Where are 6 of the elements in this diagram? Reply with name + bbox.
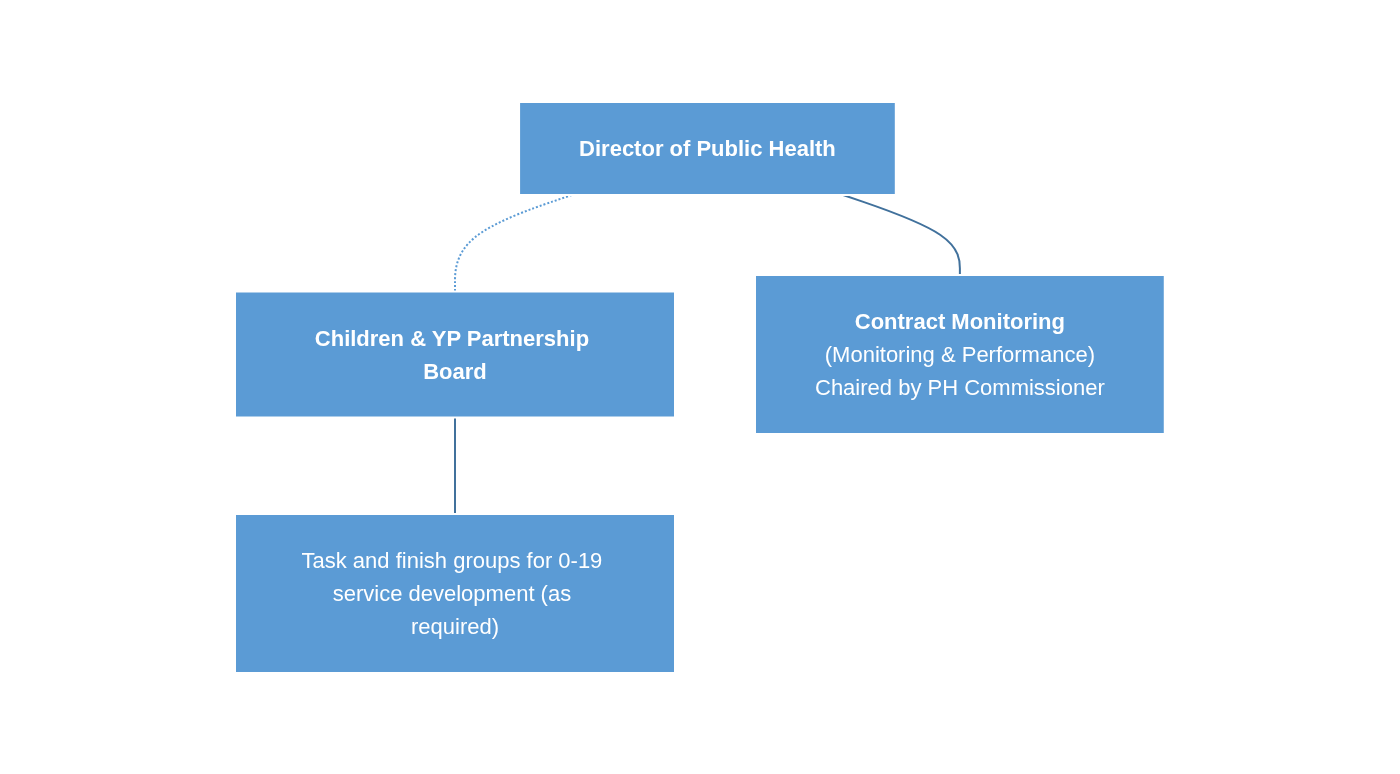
- connector: [842, 193, 961, 276]
- node-box: Contract Monitoring (Monitoring & Performance) Chaired by PH Commissioner: [754, 273, 1166, 435]
- connector: [454, 416, 457, 515]
- node-box: Children & YP Partnership Board: [234, 290, 677, 418]
- node-box: Director of Public Health: [518, 100, 897, 196]
- node-box: Task and finish groups for 0-19 service development (as required): [234, 512, 677, 674]
